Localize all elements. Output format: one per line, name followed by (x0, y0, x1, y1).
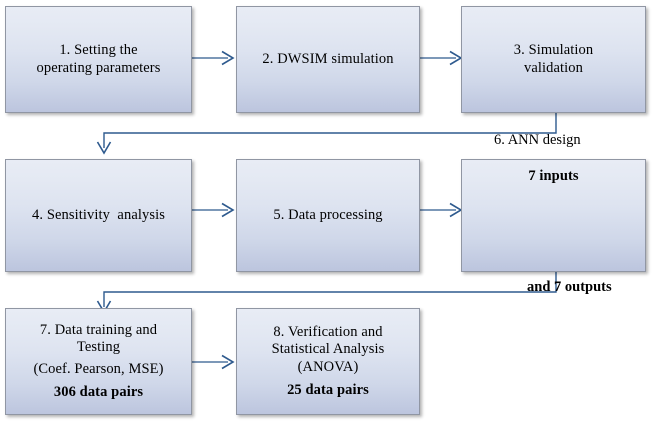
node-step4[interactable]: 4. Sensitivity analysis (5, 159, 192, 272)
node-step3-line-2: validation (524, 59, 583, 76)
node-step7-line-1: 7. Data training and (39, 322, 158, 339)
connector-step2-to-step3 (420, 48, 466, 68)
node-step2[interactable]: 2. DWSIM simulation (236, 6, 420, 113)
node-step5[interactable]: 5. Data processing (236, 159, 420, 272)
node-step7-line-2: Testing (76, 339, 121, 356)
node-step8-line-4: 25 data pairs (287, 381, 369, 398)
edge-label-and-outputs: and 7 outputs (527, 279, 612, 295)
node-step1-line-2: operating parameters (36, 59, 161, 76)
edge-label-ann-design: 6. ANN design (494, 132, 581, 148)
node-step1-line-1: 1. Setting the (59, 42, 138, 59)
node-step7-line-3: (Coef. Pearson, MSE) (33, 360, 164, 377)
node-step3-line-1: 3. Simulation (513, 42, 594, 59)
node-step2-line-1: 2. DWSIM simulation (262, 50, 394, 67)
connector-step4-to-step5 (192, 200, 238, 220)
node-step8-line-1: 8. Verification and (273, 324, 383, 341)
node-step4-line-1: 4. Sensitivity analysis (32, 206, 165, 223)
node-step3[interactable]: 3. Simulation validation (461, 6, 646, 113)
node-step6-line-1: 7 inputs (528, 168, 579, 184)
connector-step1-to-step2 (192, 48, 238, 68)
node-step6[interactable]: 7 inputs (461, 159, 646, 272)
connector-step7-to-step8 (192, 352, 238, 372)
node-step8-line-3: (ANOVA) (297, 358, 359, 375)
node-step8[interactable]: 8. Verification and Statistical Analysis… (236, 308, 420, 415)
node-step8-line-2: Statistical Analysis (271, 341, 385, 358)
node-step7[interactable]: 7. Data training and Testing (Coef. Pear… (5, 308, 192, 415)
connector-step5-to-step6 (420, 200, 466, 220)
node-step7-line-4: 306 data pairs (53, 383, 144, 400)
node-step5-line-1: 5. Data processing (273, 206, 383, 223)
node-step1[interactable]: 1. Setting the operating parameters (5, 6, 192, 113)
